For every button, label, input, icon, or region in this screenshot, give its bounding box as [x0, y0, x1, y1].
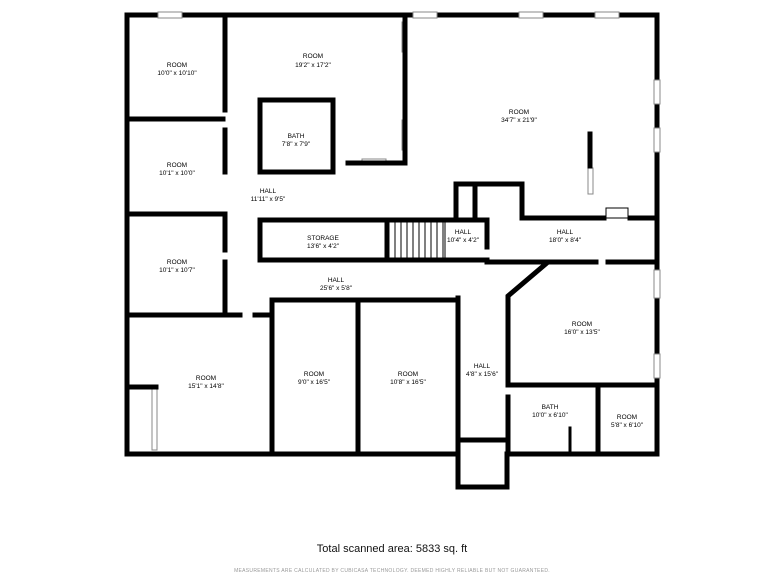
- room-label: HALL: [328, 277, 345, 284]
- room-label: ROOM: [167, 162, 187, 169]
- room-label: ROOM: [304, 371, 324, 378]
- room-label: ROOM: [398, 371, 418, 378]
- room-label: STORAGE: [307, 235, 339, 242]
- room-dimensions: 10'1" x 10'0": [159, 170, 195, 177]
- room-dimensions: 10'8" x 16'5": [390, 379, 426, 386]
- vent-symbol: [605, 207, 629, 219]
- room-dimensions: 19'2" x 17'2": [295, 62, 331, 69]
- room-label: ROOM: [196, 375, 216, 382]
- room-label: ROOM: [572, 321, 592, 328]
- room-dimensions: 25'6" x 5'8": [320, 285, 353, 292]
- room-dimensions: 18'0" x 8'4": [549, 237, 582, 244]
- room-dimensions: 10'0" x 6'10": [532, 412, 568, 419]
- room-label: HALL: [474, 363, 491, 370]
- room-label: HALL: [557, 229, 574, 236]
- room-label: HALL: [455, 229, 472, 236]
- room-dimensions: 10'0" x 10'10": [157, 70, 197, 77]
- room-label: HALL: [260, 188, 277, 195]
- room-dimensions: 34'7" x 21'9": [501, 117, 537, 124]
- room-dimensions: 16'0" x 13'5": [564, 329, 600, 336]
- room-label: ROOM: [509, 109, 529, 116]
- room-label: ROOM: [167, 259, 187, 266]
- total-area-caption: Total scanned area: 5833 sq. ft: [316, 543, 468, 555]
- room-label: BATH: [542, 404, 559, 411]
- room-label: ROOM: [303, 53, 323, 60]
- exterior-walls: [124, 12, 660, 490]
- disclaimer-text: MEASUREMENTS ARE CALCULATED BY CUBICASA …: [234, 568, 550, 574]
- room-dimensions: 9'0" x 16'5": [298, 379, 331, 386]
- room-dimensions: 15'1" x 14'8": [188, 383, 224, 390]
- interior-walls: [124, 12, 660, 457]
- room-label: BATH: [288, 133, 305, 140]
- staircase: [388, 221, 446, 259]
- room-dimensions: 10'4" x 4'2": [447, 237, 480, 244]
- windows: [151, 11, 661, 451]
- room-label: ROOM: [617, 414, 637, 421]
- room-dimensions: 13'6" x 4'2": [307, 243, 340, 250]
- room-dimensions: 7'8" x 7'9": [282, 141, 311, 148]
- room-labels: ROOM 10'0" x 10'10" ROOM 19'2" x 17'2" B…: [157, 53, 643, 429]
- room-label: ROOM: [167, 62, 187, 69]
- room-dimensions: 11'11" x 9'5": [251, 196, 286, 203]
- room-dimensions: 5'8" x 6'10": [611, 422, 644, 429]
- room-dimensions: 10'1" x 10'7": [159, 267, 195, 274]
- room-dimensions: 4'8" x 15'6": [466, 371, 499, 378]
